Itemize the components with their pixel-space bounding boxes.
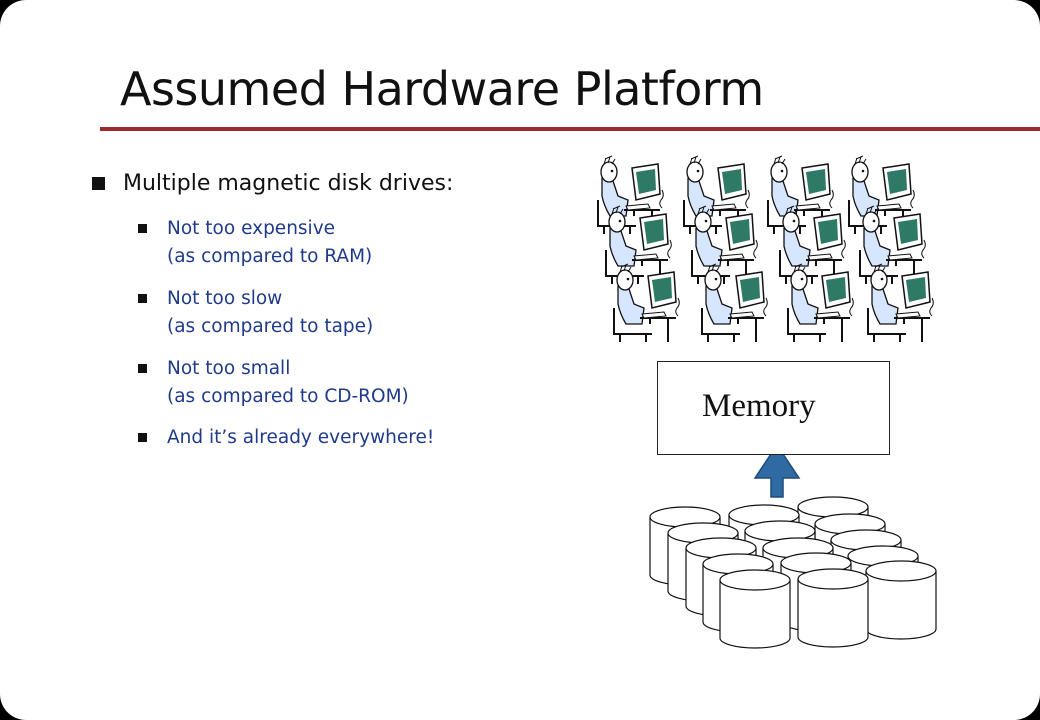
bullet-square-icon bbox=[138, 364, 147, 373]
disks-group bbox=[649, 496, 937, 649]
main-bullet: Multiple magnetic disk drives: bbox=[92, 171, 453, 196]
title-underline bbox=[100, 127, 1040, 131]
user-computer-icon bbox=[691, 205, 759, 285]
user-computer-icon bbox=[779, 205, 847, 285]
bullet-square-icon bbox=[138, 294, 147, 303]
subbullet-1-line1: Not too expensive bbox=[167, 218, 336, 239]
user-computer-icon bbox=[867, 263, 935, 343]
slide-title: Assumed Hardware Platform bbox=[120, 62, 764, 116]
subbullet-2-line1: Not too slow bbox=[167, 288, 283, 309]
main-bullet-text: Multiple magnetic disk drives: bbox=[123, 171, 454, 196]
subbullet-2-line2: (as compared to tape) bbox=[167, 316, 374, 337]
subbullet-1-line2: (as compared to RAM) bbox=[167, 246, 373, 267]
user-computer-icon bbox=[605, 205, 673, 285]
subbullet-3-line1: Not too small bbox=[167, 358, 291, 379]
users-group bbox=[597, 155, 935, 343]
bullet-square-icon bbox=[138, 224, 147, 233]
memory-label: Memory bbox=[702, 388, 816, 424]
subbullet-4-line1: And it’s already everywhere! bbox=[167, 427, 435, 448]
disk-icon bbox=[865, 560, 937, 640]
memory-box: Memory bbox=[657, 361, 890, 455]
up-arrow-icon bbox=[753, 443, 801, 498]
user-computer-icon bbox=[787, 263, 855, 343]
user-computer-icon bbox=[613, 263, 681, 343]
user-computer-icon bbox=[701, 263, 769, 343]
disk-icon bbox=[797, 568, 869, 648]
disk-icon bbox=[719, 569, 791, 649]
subbullet-3-line2: (as compared to CD-ROM) bbox=[167, 386, 409, 407]
user-computer-icon bbox=[859, 205, 927, 285]
bullet-square-icon bbox=[92, 177, 105, 190]
bullet-square-icon bbox=[138, 433, 147, 442]
